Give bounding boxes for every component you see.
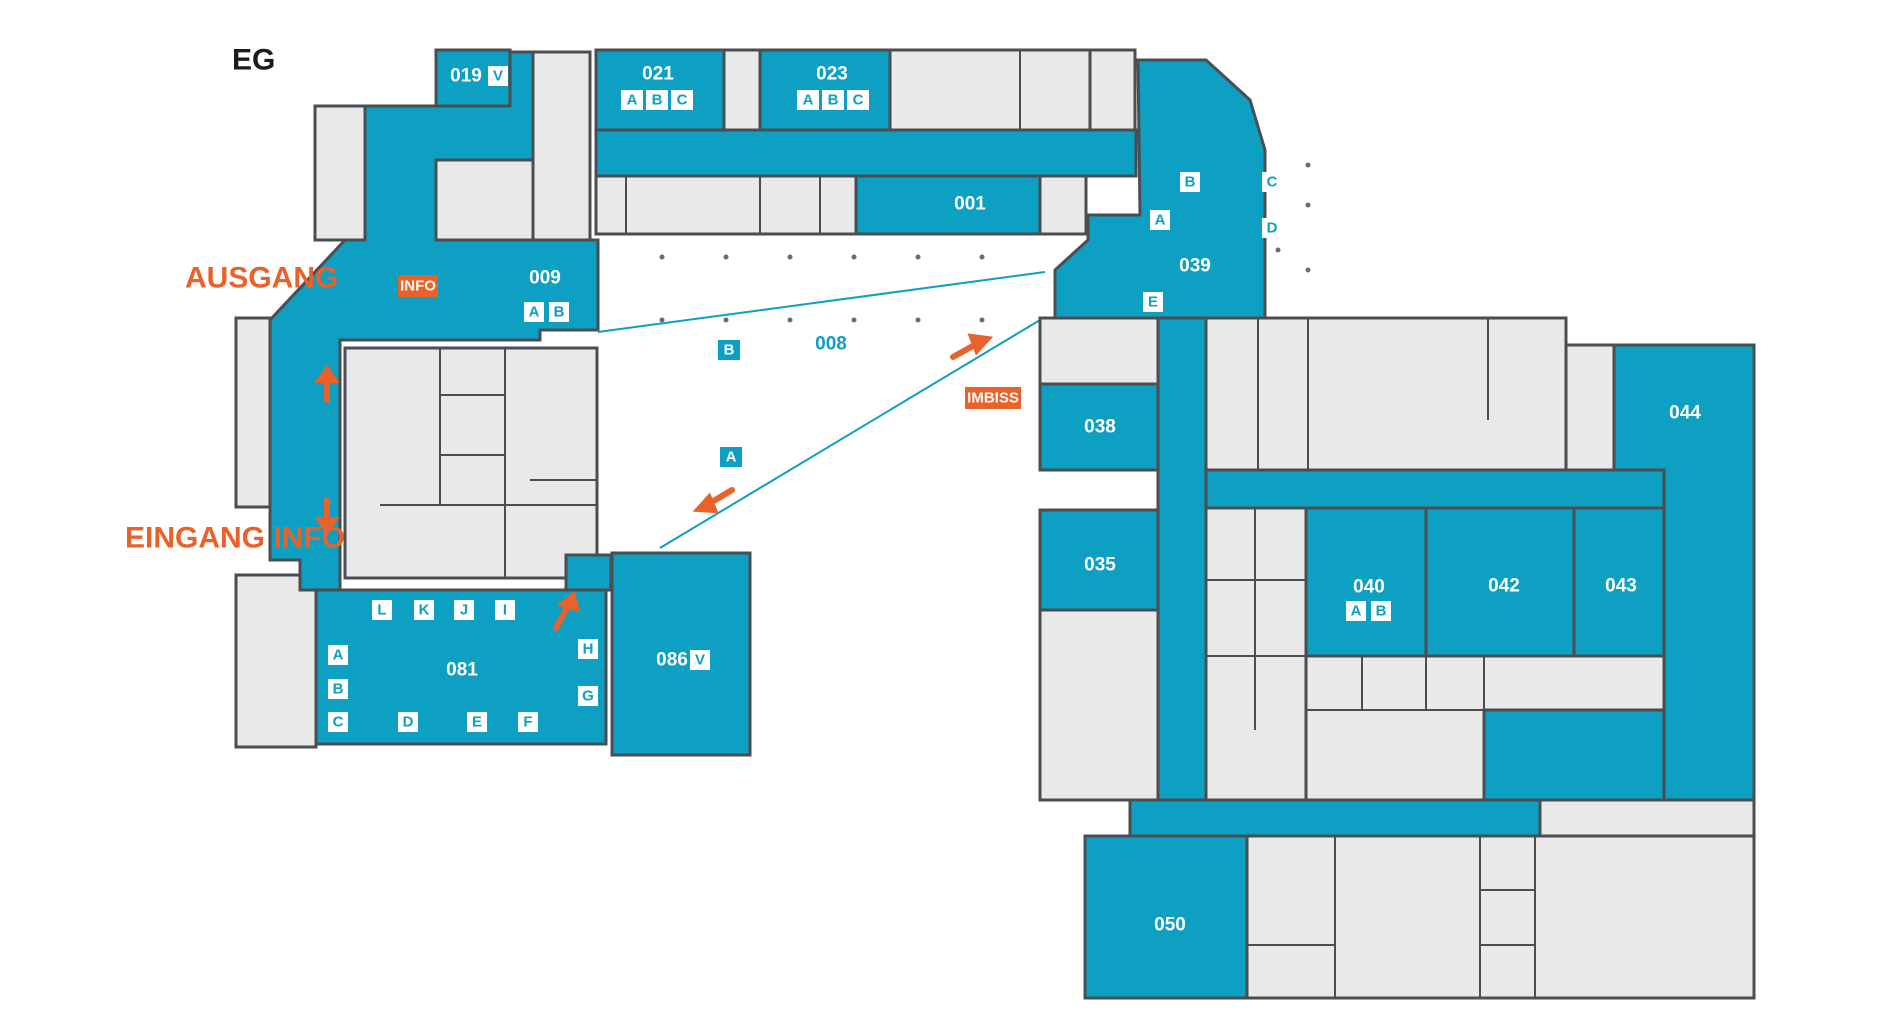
room-086-label: 086	[656, 650, 688, 671]
room-grey	[313, 104, 367, 242]
room-019-label: 019	[450, 66, 482, 87]
corridor-east-vertical	[1156, 316, 1208, 802]
room-grey	[1564, 343, 1616, 472]
room-040-label: 040	[1353, 577, 1385, 598]
room-grey	[722, 48, 762, 132]
room-001-label: 001	[954, 194, 986, 215]
room-086	[610, 551, 752, 757]
room-081-sub-b: B	[333, 681, 344, 698]
courtyard-line	[597, 271, 1046, 333]
room-023-sub-c: C	[853, 92, 864, 109]
room-081-sub-h: H	[583, 641, 594, 658]
room-081-sub-e: E	[472, 714, 482, 731]
room-040-sub-b: B	[1376, 603, 1387, 620]
room-023-sub-b: B	[828, 92, 839, 109]
floor-label: EG	[232, 44, 275, 77]
courtyard-008-label: 008	[815, 334, 847, 355]
room-081-sub-d: D	[403, 714, 414, 731]
room-081-subs: A B C D E F G H I J K L	[328, 600, 598, 732]
room-081-sub-f: F	[523, 714, 532, 731]
imbiss-tag: IMBISS	[967, 390, 1019, 407]
room-039-label: 039	[1179, 256, 1211, 277]
room-044-label: 044	[1669, 403, 1701, 424]
exit-label: AUSGANG	[185, 262, 338, 295]
room-043-label: 043	[1605, 576, 1637, 597]
room-021-label: 021	[642, 64, 674, 85]
room-039-sub-d: D	[1267, 220, 1278, 237]
stairwell	[531, 50, 592, 242]
room-019-badge: V	[493, 68, 503, 85]
room-009-sub-b: B	[554, 304, 565, 321]
room-038-label: 038	[1084, 417, 1116, 438]
room-grey	[434, 158, 535, 242]
column-dots	[659, 162, 1311, 323]
room-grey	[1538, 798, 1756, 838]
room-023-sub-a: A	[803, 92, 814, 109]
corridor-north	[594, 128, 1138, 178]
room-040-sub-a: A	[1351, 603, 1362, 620]
room-042-label: 042	[1488, 576, 1520, 597]
room-035	[1038, 508, 1160, 612]
courtyard-sub-a: A	[726, 449, 737, 466]
room-081-sub-l: L	[377, 602, 386, 619]
room-044-annex	[1482, 708, 1666, 802]
courtyard-line	[659, 319, 1041, 549]
room-grey	[343, 346, 599, 580]
room-grey	[1038, 316, 1160, 386]
room-grey	[1204, 316, 1568, 472]
room-081-sub-i: I	[503, 602, 507, 619]
room-039-sub-e: E	[1148, 294, 1158, 311]
room-081-sub-g: G	[582, 688, 594, 705]
room-043	[1572, 506, 1666, 658]
room-039-sub-c: C	[1267, 174, 1278, 191]
room-039-sub-b: B	[1185, 174, 1196, 191]
entrance-label: EINGANG INFO	[125, 522, 345, 555]
room-050-label: 050	[1154, 915, 1186, 936]
room-grey	[1245, 834, 1756, 1000]
room-081-sub-a: A	[333, 647, 344, 664]
room-050	[1083, 834, 1249, 1000]
room-021-sub-b: B	[652, 92, 663, 109]
room-081-sub-k: K	[419, 602, 430, 619]
room-grey	[234, 573, 318, 749]
room-035-label: 035	[1084, 555, 1116, 576]
room-021-sub-c: C	[677, 92, 688, 109]
room-grey	[1038, 174, 1088, 236]
room-081-label: 081	[446, 660, 478, 681]
courtyard-sub-b: B	[724, 342, 735, 359]
room-042	[1424, 506, 1576, 658]
room-grey	[1038, 608, 1160, 802]
room-039-sub-a: A	[1155, 212, 1166, 229]
info-tag: INFO	[400, 278, 436, 295]
room-grey	[1088, 48, 1137, 138]
room-038	[1038, 382, 1160, 472]
room-023-label: 023	[816, 64, 848, 85]
room-009-sub-a: A	[529, 304, 540, 321]
room-grey	[594, 174, 858, 236]
room-081-sub-c: C	[333, 714, 344, 731]
room-086-badge: V	[695, 652, 705, 669]
room-081-entry	[564, 553, 613, 592]
room-081-sub-j: J	[460, 602, 468, 619]
corridor-east-horizontal	[1204, 468, 1666, 510]
room-021-sub-a: A	[627, 92, 638, 109]
room-009-label: 009	[529, 268, 561, 289]
